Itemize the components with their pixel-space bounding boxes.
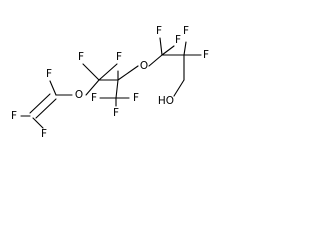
fluorine-atom-10: F <box>175 34 181 46</box>
chemical-structure: F F F O F F F F F O F F F F HO <box>11 25 209 140</box>
bonds <box>20 37 202 129</box>
fluorine-atom-5: F <box>116 51 122 63</box>
atom-labels: F F F O F F F F F O F F F F HO <box>11 25 209 140</box>
fluorine-atom-11: F <box>183 25 189 37</box>
bond-c-f-upper-left <box>82 63 100 81</box>
fluorine-atom-3: F <box>41 128 47 140</box>
bond-o-c <box>85 79 100 96</box>
bond-right-c-f-left <box>159 37 163 56</box>
bond-center-c-o <box>117 65 139 81</box>
fluorine-atom-6: F <box>91 92 97 104</box>
fluorine-atom-12: F <box>203 49 209 61</box>
fluorine-atom-2: F <box>11 110 17 122</box>
oxygen-atom-left: O <box>75 89 83 101</box>
fluorine-atom-9: F <box>156 25 162 37</box>
structure-canvas: F F F O F F F F F O F F F F HO <box>0 0 225 146</box>
bond-ch2-oh <box>173 79 185 97</box>
bond-o-c-right <box>148 54 163 67</box>
oxygen-atom-right: O <box>140 60 148 72</box>
bond-c-f-upper-right <box>98 63 118 81</box>
fluorine-atom-1: F <box>46 68 52 80</box>
bond-vinyl-c-c-2 <box>35 98 57 119</box>
bond-right-c-f-right <box>161 45 175 56</box>
bond-cf2-f-upper <box>183 41 187 56</box>
bond-vinyl-c-c-1 <box>29 93 51 114</box>
bond-vinyl-c-f-top <box>49 80 57 96</box>
fluorine-atom-4: F <box>78 51 84 63</box>
fluorine-atom-7: F <box>133 92 139 104</box>
bond-vinyl-c-f-bottom <box>32 117 44 129</box>
hydroxyl-group: HO <box>158 95 174 107</box>
bond-center-c-cf3 <box>115 79 119 99</box>
fluorine-atom-8: F <box>113 107 119 119</box>
